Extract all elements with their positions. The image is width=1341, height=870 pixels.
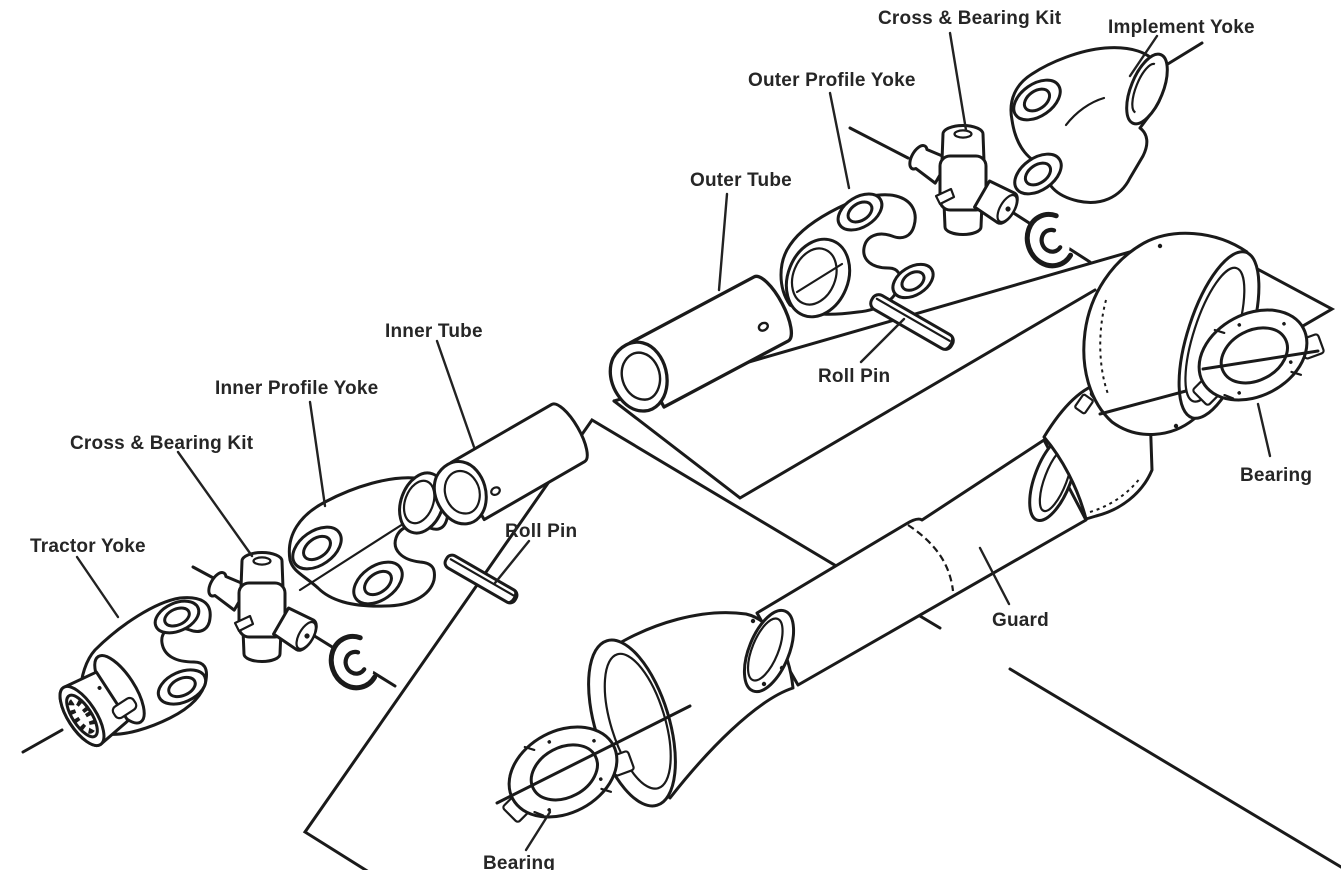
label-inner-profile-yoke: Inner Profile Yoke [215, 378, 378, 399]
leader-bearing-right [1256, 402, 1272, 458]
label-outer-profile-yoke: Outer Profile Yoke [748, 70, 916, 91]
leader-implement-yoke [1128, 34, 1159, 78]
leader-roll-pin-lower [493, 539, 531, 585]
label-bearing-right: Bearing [1240, 465, 1312, 486]
retaining-clip-lower [323, 629, 381, 694]
roll-pin-lower [443, 553, 519, 605]
label-implement-yoke: Implement Yoke [1108, 17, 1255, 38]
retaining-clip-upper [1019, 207, 1077, 272]
cross-bearing-kit-upper [904, 124, 1024, 236]
label-tractor-yoke: Tractor Yoke [30, 536, 146, 557]
leader-outer-tube [717, 192, 729, 292]
outer-profile-yoke [779, 192, 935, 319]
inner-profile-yoke [287, 471, 450, 608]
guard-axis-line-bottom [495, 704, 692, 805]
label-guard: Guard [992, 610, 1049, 631]
guard-axis-line-bell [1098, 389, 1188, 416]
label-roll-pin-upper: Roll Pin [818, 366, 890, 387]
label-bearing-bottom: Bearing [483, 853, 555, 870]
guard-assembly [480, 231, 1333, 843]
leader-cross-bearing-kit-left [176, 450, 254, 558]
leader-inner-profile-yoke [308, 400, 327, 508]
outer-tube [597, 274, 794, 422]
label-outer-tube: Outer Tube [690, 170, 792, 191]
roll-pin-upper [869, 293, 955, 351]
leader-tractor-yoke [75, 555, 120, 619]
leader-outer-profile-yoke [828, 91, 851, 190]
leader-guard [978, 546, 1011, 606]
guard-axis-line-right [1201, 349, 1320, 371]
label-cross-bearing-kit-left: Cross & Bearing Kit [70, 433, 254, 454]
inner-tube [421, 402, 589, 535]
leader-inner-tube [435, 339, 476, 449]
implement-yoke [1009, 46, 1169, 204]
leader-cross-bearing-kit-top [948, 31, 968, 132]
tractor-yoke [58, 596, 212, 748]
leader-bearing-bottom [524, 810, 552, 852]
label-roll-pin-lower: Roll Pin [505, 521, 577, 542]
label-inner-tube: Inner Tube [385, 321, 483, 342]
leader-roll-pin-upper [859, 317, 906, 364]
label-cross-bearing-kit-top: Cross & Bearing Kit [878, 8, 1062, 29]
